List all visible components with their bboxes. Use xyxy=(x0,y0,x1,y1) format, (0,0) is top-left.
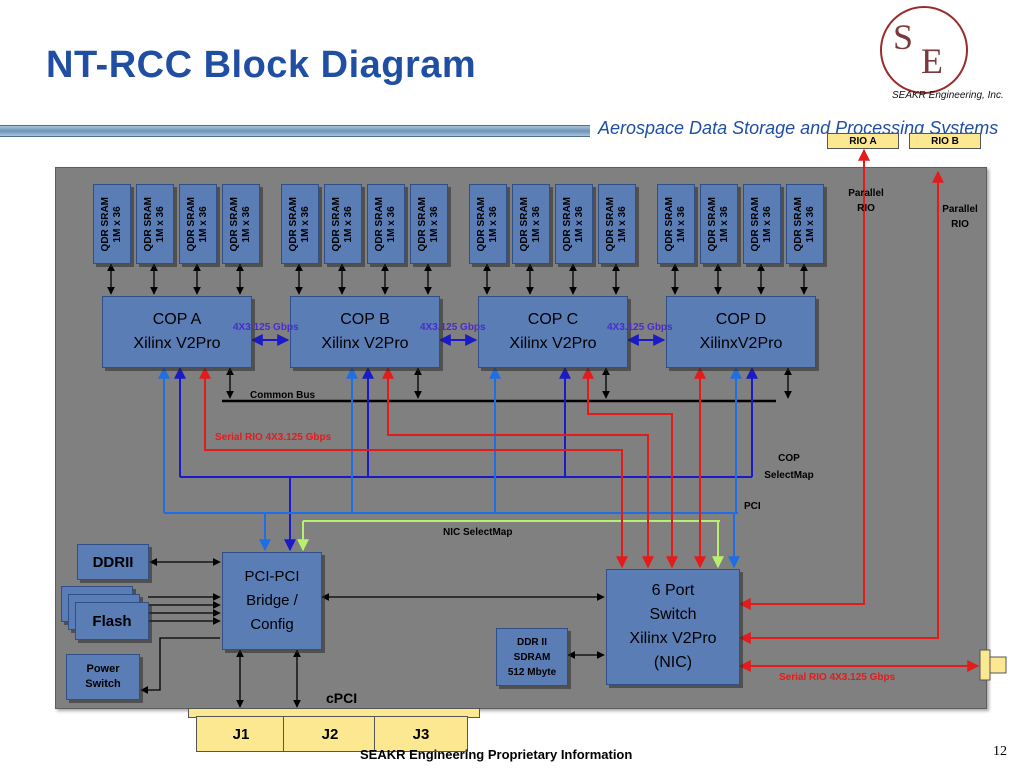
sram-label: QDR SRAM 1M x 36 xyxy=(476,196,499,252)
rio-a-port: RIO A xyxy=(827,133,899,149)
qdr-sram-b1: QDR SRAM 1M x 36 xyxy=(281,184,319,264)
serial-rio-out-label: Serial RIO 4X3.125 Gbps xyxy=(779,672,896,683)
serial-rio-label: Serial RIO 4X3.125 Gbps xyxy=(215,432,332,443)
sram-label: QDR SRAM 1M x 36 xyxy=(707,196,730,252)
qdr-sram-b3: QDR SRAM 1M x 36 xyxy=(367,184,405,264)
flash-block: Flash xyxy=(75,602,149,640)
qdr-sram-d2: QDR SRAM 1M x 36 xyxy=(700,184,738,264)
connector-j1: J1 xyxy=(196,716,286,752)
sram-label: QDR SRAM 1M x 36 xyxy=(605,196,628,252)
sram-label: QDR SRAM 1M x 36 xyxy=(562,196,585,252)
sram-label: QDR SRAM 1M x 36 xyxy=(793,196,816,252)
flash-label: Flash xyxy=(92,612,132,630)
cop-d-name: COP D xyxy=(715,311,767,328)
pci-bridge-label: PCI-PCI Bridge / Config xyxy=(244,568,300,633)
rio-b-port: RIO B xyxy=(909,133,981,149)
qdr-sram-c2: QDR SRAM 1M x 36 xyxy=(512,184,550,264)
cop-b-name: COP B xyxy=(340,311,390,328)
qdr-sram-d3: QDR SRAM 1M x 36 xyxy=(743,184,781,264)
sram-label: QDR SRAM 1M x 36 xyxy=(143,196,166,252)
sram-label: QDR SRAM 1M x 36 xyxy=(519,196,542,252)
logo-letter-s: S xyxy=(893,17,914,57)
switch-block: 6 Port Switch Xilinx V2Pro (NIC) xyxy=(606,569,740,685)
qdr-sram-a3: QDR SRAM 1M x 36 xyxy=(179,184,217,264)
page-number: 12 xyxy=(993,744,1007,759)
footer-text: SEAKR Engineering Proprietary Informatio… xyxy=(360,747,633,762)
link-label-bc: 4X3.125 Gbps xyxy=(420,322,486,333)
sram-label: QDR SRAM 1M x 36 xyxy=(750,196,773,252)
cop-c-part: Xilinx V2Pro xyxy=(509,335,597,352)
common-bus-label: Common Bus xyxy=(250,390,315,401)
qdr-sram-c1: QDR SRAM 1M x 36 xyxy=(469,184,507,264)
nic-selectmap-label: NIC SelectMap xyxy=(443,527,513,538)
page-title: NT-RCC Block Diagram xyxy=(46,44,477,86)
power-switch-block: Power Switch xyxy=(66,654,140,700)
cop-a-name: COP A xyxy=(152,311,202,328)
connector-j3: J3 xyxy=(374,716,468,752)
pci-bridge-block: PCI-PCI Bridge / Config xyxy=(222,552,322,650)
qdr-sram-a4: QDR SRAM 1M x 36 xyxy=(222,184,260,264)
cop-selectmap-label: COP SelectMap xyxy=(764,453,814,481)
sram-label: QDR SRAM 1M x 36 xyxy=(100,196,123,252)
parallel-rio-b-label: Parallel RIO xyxy=(942,204,978,230)
cop-c-block: COP C Xilinx V2Pro xyxy=(478,296,628,368)
qdr-sram-a2: QDR SRAM 1M x 36 xyxy=(136,184,174,264)
pci-label: PCI xyxy=(744,501,761,512)
qdr-sram-b4: QDR SRAM 1M x 36 xyxy=(410,184,448,264)
cop-d-part: XilinxV2Pro xyxy=(699,335,783,352)
ddr-sdram-label: DDR II SDRAM 512 Mbyte xyxy=(507,636,557,678)
ddr-sdram-block: DDR II SDRAM 512 Mbyte xyxy=(496,628,568,686)
cop-b-block: COP B Xilinx V2Pro xyxy=(290,296,440,368)
ddrii-block: DDRII xyxy=(77,544,149,580)
link-label-cd: 4X3.125 Gbps xyxy=(607,322,673,333)
cop-d-block: COP D XilinxV2Pro xyxy=(666,296,816,368)
sram-label: QDR SRAM 1M x 36 xyxy=(288,196,311,252)
cop-b-part: Xilinx V2Pro xyxy=(321,335,409,352)
seakr-logo xyxy=(880,6,968,94)
sram-label: QDR SRAM 1M x 36 xyxy=(229,196,252,252)
qdr-sram-c3: QDR SRAM 1M x 36 xyxy=(555,184,593,264)
qdr-sram-d4: QDR SRAM 1M x 36 xyxy=(786,184,824,264)
switch-label: 6 Port Switch Xilinx V2Pro (NIC) xyxy=(629,582,717,671)
title-underline xyxy=(0,125,590,137)
logo-letter-e: E xyxy=(921,41,943,81)
sram-label: QDR SRAM 1M x 36 xyxy=(417,196,440,252)
cop-a-part: Xilinx V2Pro xyxy=(133,335,221,352)
cpci-label: cPCI xyxy=(326,690,358,706)
cop-c-name: COP C xyxy=(527,311,579,328)
sram-label: QDR SRAM 1M x 36 xyxy=(374,196,397,252)
logo-caption: SEAKR Engineering, Inc. xyxy=(892,90,1004,101)
qdr-sram-d1: QDR SRAM 1M x 36 xyxy=(657,184,695,264)
qdr-sram-a1: QDR SRAM 1M x 36 xyxy=(93,184,131,264)
sram-label: QDR SRAM 1M x 36 xyxy=(664,196,687,252)
sram-label: QDR SRAM 1M x 36 xyxy=(331,196,354,252)
ddrii-label: DDRII xyxy=(92,553,134,571)
cop-a-block: COP A Xilinx V2Pro xyxy=(102,296,252,368)
power-switch-label: Power Switch xyxy=(85,663,121,690)
link-label-ab: 4X3.125 Gbps xyxy=(233,322,299,333)
qdr-sram-b2: QDR SRAM 1M x 36 xyxy=(324,184,362,264)
sram-label: QDR SRAM 1M x 36 xyxy=(186,196,209,252)
qdr-sram-c4: QDR SRAM 1M x 36 xyxy=(598,184,636,264)
parallel-rio-a-label: Parallel RIO xyxy=(848,188,884,214)
